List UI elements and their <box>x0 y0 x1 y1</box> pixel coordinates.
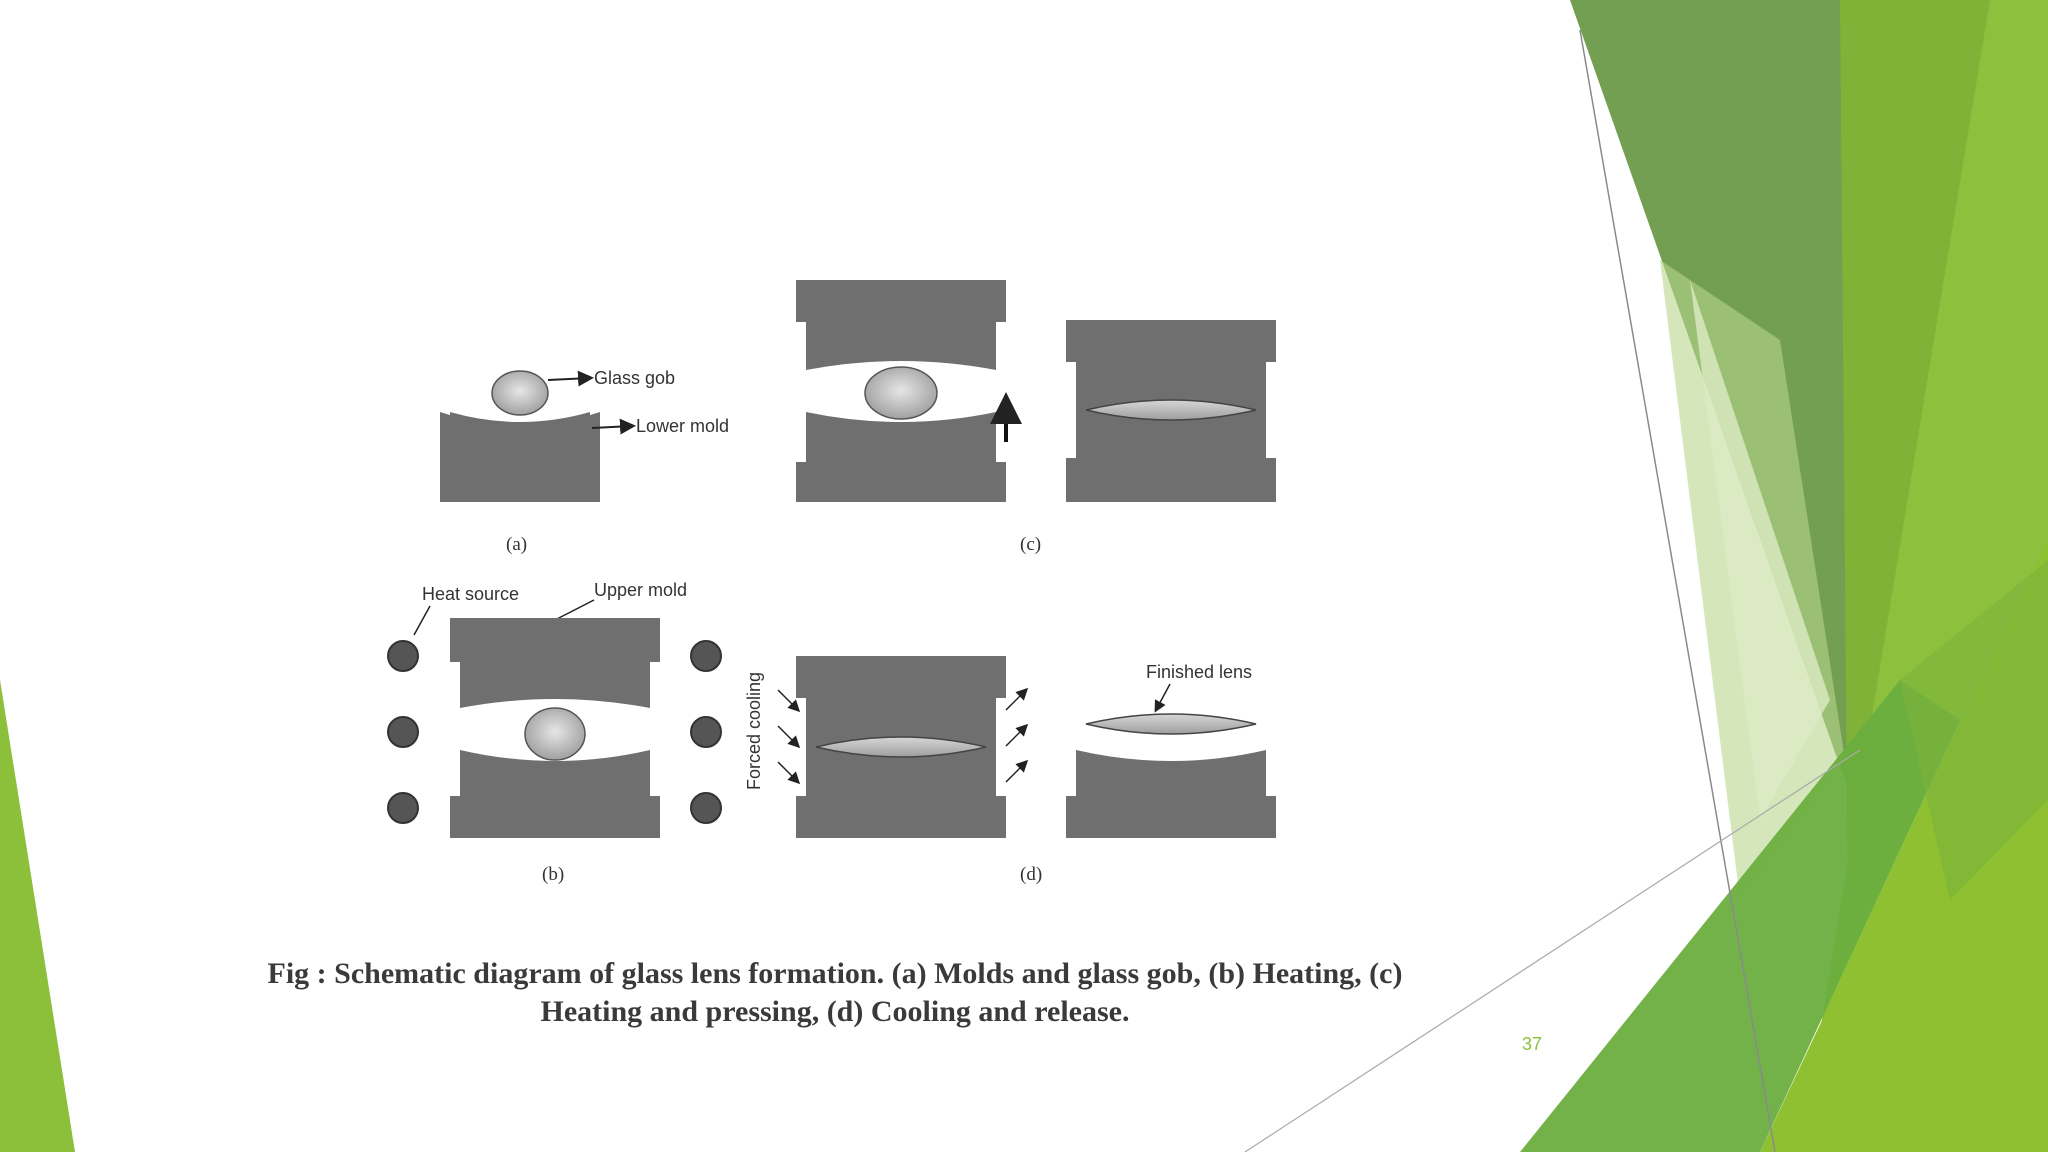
heat-source-icon <box>690 792 722 824</box>
glass-gob-c <box>864 366 938 420</box>
heat-source-icon <box>387 640 419 672</box>
glass-gob-b <box>524 707 586 761</box>
thin-line-2 <box>1244 749 1861 1152</box>
heat-source-icon <box>690 640 722 672</box>
left-green-accent <box>0 680 75 1152</box>
mid-green-overlay <box>1900 560 2048 900</box>
finished-lens-label: Finished lens <box>1146 662 1252 682</box>
upper-mold-c <box>796 280 1006 370</box>
panel-c: (c) <box>796 280 1276 555</box>
panel-b-label: (b) <box>542 864 564 885</box>
panel-d-label: (d) <box>1020 864 1042 885</box>
lower-mold-a-body <box>440 412 600 502</box>
thin-line-1 <box>1579 29 1776 1152</box>
panel-c-label: (c) <box>1020 534 1041 555</box>
cooling-arrow-icon <box>777 761 801 785</box>
heat-source-icon <box>387 792 419 824</box>
figure-caption: Fig : Schematic diagram of glass lens fo… <box>150 955 1520 1031</box>
lower-mold-c <box>796 412 1006 502</box>
finished-lens <box>1085 713 1257 735</box>
lower-mold-pointer <box>591 418 636 435</box>
heat-source-pointer <box>413 605 431 636</box>
panel-a-label: (a) <box>506 534 527 555</box>
page-number: 37 <box>1522 1034 1543 1054</box>
panel-d: Forced cooling Finished lens (d) <box>744 656 1276 885</box>
caption-line-1: Fig : Schematic diagram of glass lens fo… <box>267 957 1403 990</box>
cooling-arrow-icon <box>1005 759 1029 783</box>
upper-mold-pointer <box>554 599 595 621</box>
right-pale-green-panel <box>1690 280 1830 820</box>
cooling-arrow-icon <box>1005 723 1029 747</box>
heat-source-icon <box>387 716 419 748</box>
panel-a: Glass gob Lower mold (a) <box>440 368 729 555</box>
finished-lens-pointer <box>1154 683 1171 713</box>
bottom-green-panel <box>1520 680 1960 1152</box>
lower-mold-label: Lower mold <box>636 416 729 436</box>
heat-source-label: Heat source <box>422 584 519 604</box>
lower-mold-b <box>450 750 660 838</box>
heat-source-icon <box>690 716 722 748</box>
lower-mold-d <box>1066 750 1276 838</box>
glass-gob-label: Glass gob <box>594 368 675 388</box>
lens-d <box>815 736 987 758</box>
caption-line-2: Heating and pressing, (d) Cooling and re… <box>540 995 1130 1028</box>
forced-cooling-label: Forced cooling <box>744 672 764 790</box>
upper-mold-label: Upper mold <box>594 580 687 600</box>
glass-lens-formation-diagram: Glass gob Lower mold (a) (c) Heat source… <box>387 280 1276 885</box>
cooling-arrow-icon <box>777 725 801 749</box>
cooling-arrow-icon <box>1005 687 1029 711</box>
cooling-arrow-icon <box>777 689 801 713</box>
glass-gob-a <box>491 370 549 416</box>
lens-c <box>1085 399 1257 421</box>
panel-b: Heat source Upper mold (b) <box>387 580 722 885</box>
upper-mold-b <box>450 618 660 708</box>
glass-gob-pointer <box>547 370 594 387</box>
